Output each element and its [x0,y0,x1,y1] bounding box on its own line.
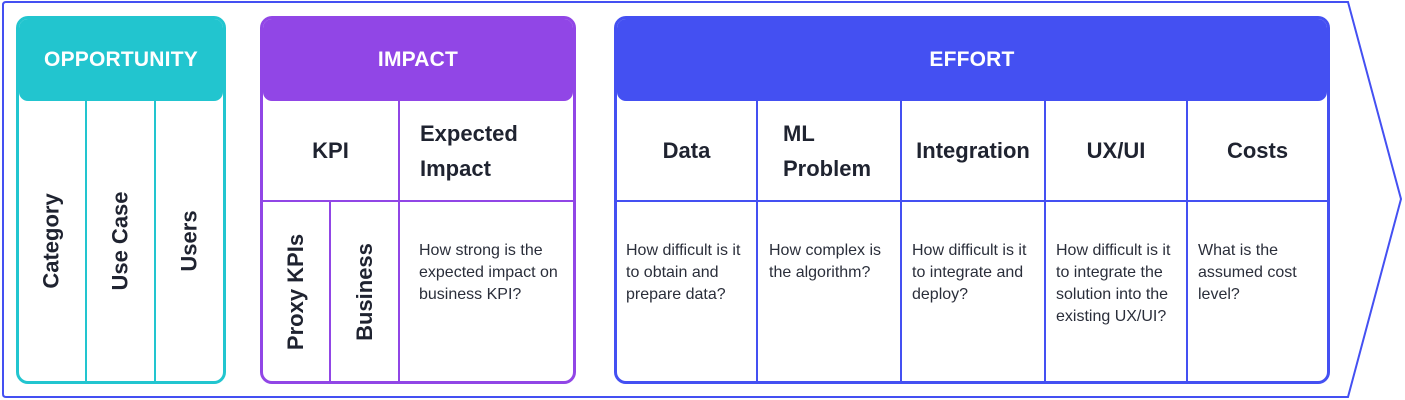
effort-data-header: Data [617,101,756,200]
effort-data-description: How difficult is it to obtain and prepar… [626,242,741,303]
impact-kpi-business: Business [331,202,398,381]
impact-expected-header: Expected Impact [400,101,573,200]
sub-column-label: Proxy KPIs [283,233,309,350]
opportunity-panel: OPPORTUNITY Category Use Case Users [16,16,226,384]
column-divider [900,101,902,381]
effort-costs-description: What is the assumed cost level? [1198,242,1297,303]
effort-integration-header: Integration [902,101,1044,200]
column-label: UX/UI [1086,138,1146,163]
column-label: Use Case [107,191,133,291]
opportunity-column-category: Category [19,101,85,381]
column-label-line: Expected [420,120,518,146]
column-label: KPI [312,138,349,163]
effort-ml-problem-header: ML Problem [758,101,900,200]
column-divider [85,101,87,381]
impact-header: IMPACT [263,19,573,101]
sub-column-divider [329,202,331,381]
opportunity-column-users: Users [156,101,223,381]
impact-panel: IMPACT KPI Expected Impact Proxy KPIs Bu… [260,16,576,384]
column-divider [756,101,758,381]
impact-kpi-proxy: Proxy KPIs [263,202,329,381]
effort-costs-header: Costs [1188,101,1327,200]
effort-ml-problem-description: How complex is the algorithm? [769,242,882,281]
effort-ux-ui-description: How difficult is it to integrate the sol… [1056,242,1171,325]
opportunity-header: OPPORTUNITY [19,19,223,101]
column-divider [398,101,400,381]
column-label-line: Problem [783,155,872,181]
column-label-line: Impact [420,155,491,181]
column-label: Costs [1226,138,1289,163]
effort-ux-ui-header: UX/UI [1046,101,1186,200]
column-label-line: ML [783,120,815,146]
impact-expected-description: How strong is the expected impact on bus… [419,242,558,303]
column-label: Integration [916,138,1030,163]
impact-kpi-header: KPI [263,101,398,200]
column-divider [1044,101,1046,381]
sub-column-label: Business [351,242,377,341]
column-label: Data [662,138,711,163]
row-divider [263,200,573,202]
column-label: Category [39,193,65,289]
effort-panel: EFFORT Data ML Problem Integration UX/UI… [614,16,1330,384]
effort-header: EFFORT [617,19,1327,101]
column-divider [154,101,156,381]
effort-integration-description: How difficult is it to integrate and dep… [912,242,1027,303]
row-divider [617,200,1327,202]
column-label: Users [176,210,202,272]
opportunity-column-use-case: Use Case [87,101,154,381]
column-divider [1186,101,1188,381]
